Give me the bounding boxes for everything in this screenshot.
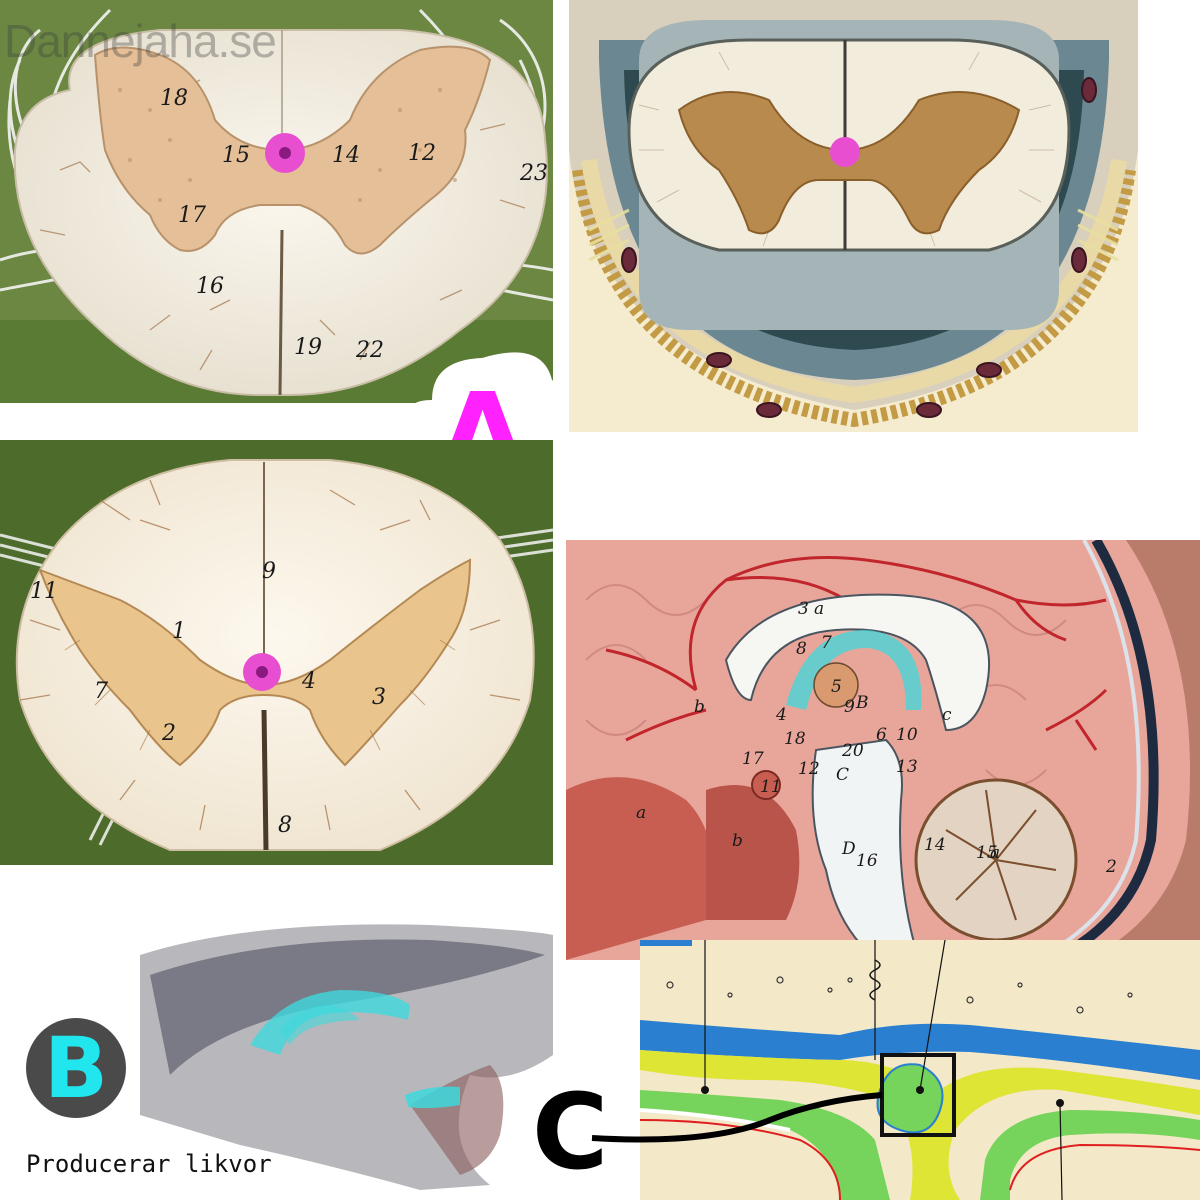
spinal-cord-canal-photo — [569, 0, 1138, 432]
model1-number: 17 — [178, 203, 206, 228]
spinal-cord-model-top-photo: 18 15 14 12 23 17 16 19 22 Dannejaha.se — [0, 0, 553, 403]
brain-label: 15 — [976, 843, 998, 863]
model2-number: 8 — [278, 813, 292, 838]
brain-label: 7 — [821, 633, 832, 653]
brain-label: b — [694, 697, 705, 717]
brain-label: B — [855, 693, 869, 713]
caption-b: Producerar likvor — [26, 1150, 272, 1178]
brain-label: 4 — [775, 705, 787, 725]
brain-label: 2 — [1105, 857, 1117, 877]
brain-label: c — [942, 705, 952, 725]
brain-label: 17 — [742, 749, 764, 769]
brain-label: 13 — [896, 757, 918, 777]
connector-line — [591, 1092, 883, 1143]
brain-label: 8 — [796, 639, 807, 659]
model2-number: 7 — [94, 679, 108, 704]
model2-number: 4 — [301, 669, 316, 694]
model1-number: 12 — [408, 141, 436, 166]
brain-label: 12 — [798, 759, 820, 779]
brain-label: 11 — [760, 777, 782, 797]
brain-label: a — [814, 599, 824, 619]
model1-number: 15 — [222, 143, 250, 168]
label-c: C — [532, 1071, 609, 1193]
brain-label: 3 — [798, 599, 809, 619]
model2-number: 11 — [30, 579, 58, 604]
brain-label: C — [836, 765, 849, 785]
model2-number: 3 — [372, 685, 386, 710]
brain-label: b — [732, 831, 743, 851]
model1-number: 22 — [355, 338, 384, 363]
brain-label: 5 — [831, 677, 842, 697]
choroid-plexus-sketch — [130, 915, 553, 1190]
label-b: B — [26, 1018, 126, 1118]
model1-number: 23 — [519, 161, 548, 186]
brain-label: 10 — [896, 725, 918, 745]
model1-number: 16 — [196, 274, 224, 299]
watermark: Dannejaha.se — [4, 15, 277, 67]
brain-label: D — [841, 839, 856, 859]
central-canal-highlight — [830, 137, 860, 167]
brain-label: 9 — [844, 697, 855, 717]
model2-number: 1 — [172, 619, 186, 644]
model1-number: 18 — [160, 86, 188, 111]
brain-label: a — [636, 803, 646, 823]
spinal-cord-model-bottom-photo: 11 1 4 3 7 2 9 8 — [0, 440, 553, 865]
brain-label: 6 — [876, 725, 887, 745]
model2-number: 9 — [262, 559, 276, 584]
model1-number: 14 — [332, 143, 360, 168]
brain-label: 20 — [841, 741, 864, 761]
model2-number: 2 — [161, 721, 176, 746]
brain-sagittal-model-photo: 3 a b 8 7 5 9 B c 4 6 10 12 17 11 18 20 … — [566, 540, 1200, 960]
brain-label: 14 — [924, 835, 946, 855]
meninges-diagram — [640, 940, 1200, 1200]
model1-number: 19 — [294, 335, 322, 360]
brain-label: 18 — [784, 729, 806, 749]
brain-label: a — [990, 843, 1000, 863]
brain-label: 16 — [856, 851, 878, 871]
